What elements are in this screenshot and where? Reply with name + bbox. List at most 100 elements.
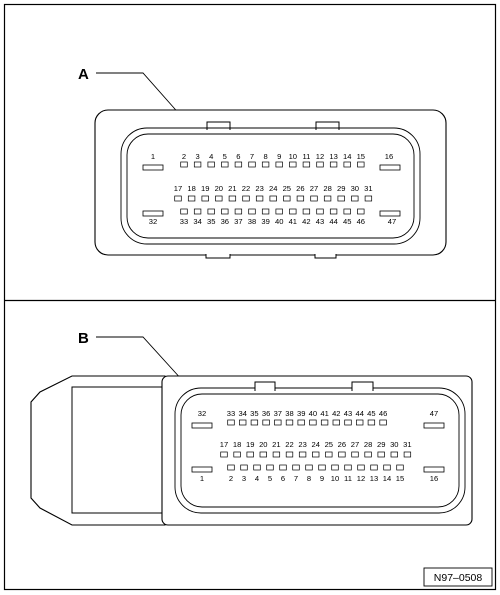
b-pin-32: 32 <box>198 409 206 418</box>
pin-slot-a-36 <box>221 208 229 215</box>
pin-slot-b-33 <box>227 419 235 426</box>
a-pin-29: 29 <box>337 184 345 193</box>
pin-slot-b-9 <box>318 464 326 471</box>
a-pin-26: 26 <box>296 184 304 193</box>
pin-slot-a-42 <box>302 208 311 215</box>
b-pin-40: 40 <box>309 409 317 418</box>
a-pin-14: 14 <box>343 152 351 161</box>
pin-slot-b-22 <box>285 451 294 458</box>
pin-slot-a-16 <box>379 164 401 171</box>
pin-slot-b-36 <box>262 419 270 426</box>
pin-slot-b-23 <box>298 451 307 458</box>
a-pin-5: 5 <box>223 152 227 161</box>
pin-slot-a-3 <box>193 161 202 168</box>
pin-slot-b-16 <box>423 466 445 473</box>
b-pin-23: 23 <box>298 440 306 449</box>
pin-slot-a-39 <box>261 208 270 215</box>
pin-slot-b-2 <box>227 464 235 471</box>
connector-a-inner-wall <box>120 127 421 245</box>
a-pin-2: 2 <box>182 152 186 161</box>
connector-a-tab <box>205 254 231 259</box>
connector-b-housing <box>161 375 473 526</box>
pin-slot-a-38 <box>248 208 256 215</box>
pin-slot-a-14 <box>343 161 351 168</box>
b-pin-45: 45 <box>367 409 375 418</box>
a-pin-31: 31 <box>364 184 372 193</box>
b-pin-16: 16 <box>430 474 438 483</box>
b-pin-11: 11 <box>344 474 352 483</box>
a-pin-3: 3 <box>195 152 199 161</box>
pin-slot-b-27 <box>351 451 359 458</box>
b-pin-22: 22 <box>285 440 293 449</box>
a-pin-39: 39 <box>261 217 269 226</box>
a-pin-38: 38 <box>248 217 256 226</box>
pin-slot-b-29 <box>377 451 385 458</box>
b-pin-2: 2 <box>229 474 233 483</box>
b-pin-19: 19 <box>246 440 254 449</box>
pin-slot-b-6 <box>279 464 287 471</box>
b-pin-24: 24 <box>311 440 319 449</box>
pin-slot-a-11 <box>302 161 311 168</box>
pin-slot-a-8 <box>261 161 270 168</box>
connector-a-latch <box>206 121 231 130</box>
pin-slot-b-1 <box>191 466 213 473</box>
pin-slot-b-21 <box>272 451 281 458</box>
pin-slot-a-33 <box>180 208 188 215</box>
a-pin-18: 18 <box>187 184 195 193</box>
pin-slot-a-34 <box>193 208 202 215</box>
a-pin-7: 7 <box>250 152 254 161</box>
a-pin-36: 36 <box>221 217 229 226</box>
pin-slot-b-11 <box>344 464 352 471</box>
pin-slot-b-7 <box>292 464 300 471</box>
pin-slot-a-27 <box>310 195 318 202</box>
connector-a-latch <box>315 121 340 130</box>
b-pin-31: 31 <box>403 440 411 449</box>
figure-ref: N97–0508 <box>434 572 483 584</box>
a-pin-40: 40 <box>275 217 283 226</box>
pin-slot-a-25 <box>283 195 291 202</box>
b-pin-28: 28 <box>364 440 372 449</box>
pin-slot-b-14 <box>383 464 391 471</box>
b-pin-42: 42 <box>332 409 340 418</box>
b-pin-34: 34 <box>238 409 246 418</box>
pin-slot-a-9 <box>275 161 283 168</box>
connector-b-cable-boot <box>30 375 173 526</box>
a-pin-42: 42 <box>302 217 310 226</box>
a-pin-8: 8 <box>263 152 267 161</box>
pin-slot-a-41 <box>289 208 297 215</box>
b-pin-9: 9 <box>320 474 324 483</box>
a-pin-16: 16 <box>385 152 393 161</box>
pin-slot-b-44 <box>356 419 364 426</box>
connector-a-leader-line <box>96 72 183 118</box>
connector-b-notch <box>351 381 374 391</box>
b-pin-37: 37 <box>274 409 282 418</box>
pin-slot-a-43 <box>316 208 324 215</box>
pin-slot-a-6 <box>234 161 243 168</box>
connector-a-inner-wall <box>126 133 415 239</box>
pin-slot-a-40 <box>275 208 283 215</box>
a-pin-37: 37 <box>234 217 242 226</box>
a-pin-24: 24 <box>269 184 277 193</box>
pin-slot-a-18 <box>187 195 196 202</box>
pin-slot-b-37 <box>274 419 282 426</box>
a-pin-47: 47 <box>388 217 396 226</box>
pin-slot-a-24 <box>269 195 277 202</box>
pin-slot-a-30 <box>351 195 359 202</box>
a-pin-11: 11 <box>302 152 310 161</box>
b-pin-44: 44 <box>355 409 363 418</box>
pin-slot-b-35 <box>250 419 259 426</box>
b-pin-46: 46 <box>379 409 387 418</box>
a-pin-25: 25 <box>283 184 291 193</box>
pin-slot-a-32 <box>142 210 164 217</box>
pin-slot-b-15 <box>396 464 404 471</box>
pin-slot-b-41 <box>320 419 329 426</box>
pin-slot-b-26 <box>338 451 346 458</box>
b-pin-14: 14 <box>383 474 391 483</box>
a-pin-41: 41 <box>289 217 297 226</box>
a-pin-9: 9 <box>277 152 281 161</box>
pin-slot-a-22 <box>242 195 250 202</box>
